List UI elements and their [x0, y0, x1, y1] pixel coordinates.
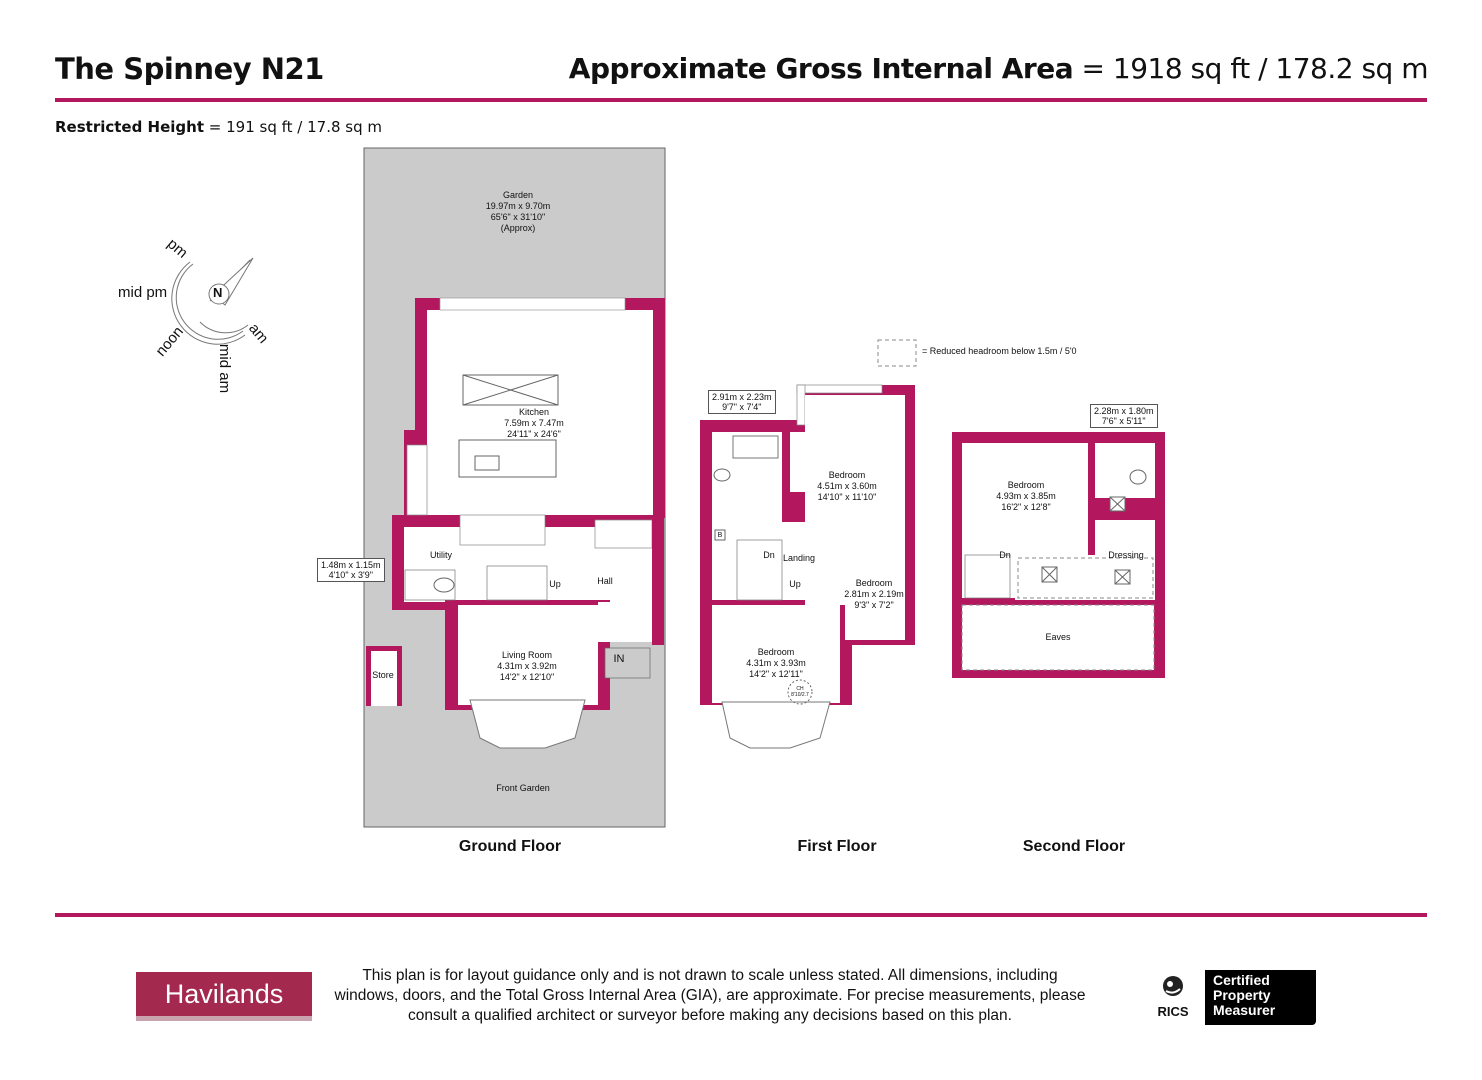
compass-label-mid-am: mid am	[216, 343, 234, 394]
floor-name-second: Second Floor	[1022, 838, 1126, 855]
room-front-garden: Front Garden	[496, 783, 550, 793]
stairs-down-label: Dn	[999, 550, 1011, 560]
room-imperial: 65'6" x 31'10"	[490, 212, 546, 222]
first-floor-plan	[700, 384, 915, 749]
second-floor-plan	[952, 432, 1165, 678]
dims-metric: 1.48m x 1.15m	[321, 560, 381, 570]
stairs-down-label: Dn	[763, 550, 775, 560]
dims-imperial: 7'6" x 5'11"	[1101, 416, 1146, 426]
ceiling-height-value: 8'10/2.7	[791, 692, 809, 698]
room-metric: 4.51m x 3.60m	[817, 481, 877, 491]
gia-value: = 1918 sq ft / 178.2 sq m	[1073, 52, 1429, 85]
gia-label: Approximate Gross Internal Area	[568, 52, 1074, 85]
room-imperial: 9'3" x 7'2"	[854, 600, 894, 610]
restricted-label: Restricted Height	[55, 118, 205, 136]
floor-name-first: First Floor	[797, 838, 877, 855]
badge-line: Property	[1213, 987, 1271, 1003]
dims-metric: 2.91m x 2.23m	[712, 392, 772, 402]
room-metric: 2.81m x 2.19m	[844, 589, 904, 599]
compass-north: N	[213, 285, 223, 300]
compass-rose	[171, 257, 254, 345]
room-name: Bedroom	[855, 578, 893, 588]
restricted-height: Restricted Height = 191 sq ft / 17.8 sq …	[55, 118, 382, 136]
room-eaves: Eaves	[1045, 632, 1071, 642]
restricted-value: = 191 sq ft / 17.8 sq m	[204, 118, 382, 136]
room-utility: Utility	[430, 550, 452, 561]
room-imperial: 24'11" x 24'6"	[507, 429, 561, 439]
rics-text: RICS	[1157, 1004, 1189, 1019]
room-store: Store	[372, 670, 394, 680]
room-metric: 19.97m x 9.70m	[485, 201, 551, 211]
room-imperial: 14'2" x 12'10"	[499, 672, 555, 682]
room-imperial: 14'2" x 12'11"	[749, 669, 803, 679]
dims-imperial: 9'7" x 7'4"	[722, 402, 762, 412]
room-name: Living Room	[501, 650, 553, 660]
ground-floor-plan	[363, 147, 666, 828]
entrance-label: IN	[613, 653, 625, 665]
header-divider	[55, 98, 1427, 102]
room-name: Kitchen	[518, 407, 550, 417]
disclaimer-text: This plan is for layout guidance only an…	[334, 967, 1086, 1024]
room-name: Bedroom	[1007, 480, 1045, 490]
property-title: The Spinney N21	[55, 52, 324, 86]
certified-property-measurer-badge: Certified Property Measurer	[1205, 970, 1316, 1025]
stairs-up-label: Up	[789, 579, 801, 589]
rics-logo: RICS	[1150, 975, 1196, 1019]
havilands-logo: Havilands	[136, 972, 312, 1021]
reduced-headroom-legend: = Reduced headroom below 1.5m / 5'0	[922, 346, 1077, 356]
room-name: Utility	[430, 550, 452, 560]
badge-line: Measurer	[1213, 1002, 1276, 1018]
room-name: Hall	[597, 576, 613, 586]
room-landing: Landing	[782, 553, 816, 563]
room-metric: 4.31m x 3.93m	[746, 658, 806, 668]
stairs-up-label: Up	[549, 579, 561, 589]
badge-line: Certified	[1213, 972, 1270, 988]
room-name: Bedroom	[757, 647, 795, 657]
floor-name-ground: Ground Floor	[458, 838, 562, 855]
room-metric: 4.93m x 3.85m	[996, 491, 1056, 501]
room-note: (Approx)	[500, 223, 536, 233]
room-name: Garden	[502, 190, 534, 200]
boiler-label: B	[717, 532, 723, 539]
ceiling-height-label: CH	[796, 686, 804, 692]
room-metric: 4.31m x 3.92m	[497, 661, 557, 671]
dims-metric: 2.28m x 1.80m	[1094, 406, 1154, 416]
gross-internal-area: Approximate Gross Internal Area = 1918 s…	[568, 52, 1429, 85]
reduced-headroom-legend-swatch	[877, 339, 917, 367]
room-hall: Hall	[597, 576, 613, 587]
footer-divider	[55, 913, 1427, 917]
dims-imperial: 4'10" x 3'9"	[328, 570, 373, 580]
room-imperial: 14'10" x 11'10"	[817, 492, 877, 502]
sun-arc	[171, 261, 246, 345]
room-name: Bedroom	[828, 470, 866, 480]
room-metric: 7.59m x 7.47m	[504, 418, 564, 428]
compass-label-mid-pm: mid pm	[118, 284, 168, 301]
room-imperial: 16'2" x 12'8"	[1001, 502, 1051, 512]
rics-lion-icon	[1163, 976, 1183, 996]
room-dressing: Dressing	[1108, 550, 1144, 560]
